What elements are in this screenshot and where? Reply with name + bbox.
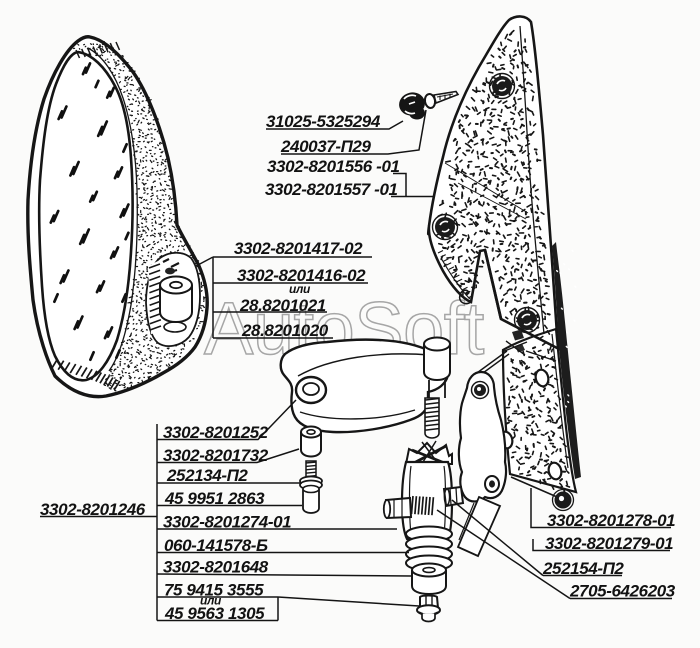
svg-text:45 9951 2863: 45 9951 2863 — [164, 489, 265, 508]
svg-text:3302-8201557 -01: 3302-8201557 -01 — [265, 180, 398, 199]
svg-text:3302-8201274-01: 3302-8201274-01 — [163, 513, 291, 532]
svg-text:252154-П2: 252154-П2 — [542, 559, 624, 578]
svg-text:3302-8201417-02: 3302-8201417-02 — [234, 239, 363, 258]
svg-text:252134-П2: 252134-П2 — [166, 466, 248, 485]
svg-text:3302-8201648: 3302-8201648 — [163, 558, 269, 577]
svg-text:240037-П29: 240037-П29 — [280, 137, 371, 156]
svg-text:или: или — [289, 282, 311, 296]
svg-text:2705-6426203: 2705-6426203 — [569, 582, 676, 601]
svg-text:3302-8201556 -01: 3302-8201556 -01 — [267, 157, 400, 176]
svg-text:28.8201020: 28.8201020 — [241, 321, 329, 340]
svg-text:3302-8201252: 3302-8201252 — [163, 423, 269, 442]
svg-text:3302-8201278-01: 3302-8201278-01 — [547, 511, 675, 530]
svg-text:31025-5325294: 31025-5325294 — [266, 112, 381, 131]
svg-text:3302-8201416-02: 3302-8201416-02 — [237, 266, 366, 285]
svg-text:75 9415 3555: 75 9415 3555 — [164, 581, 264, 600]
svg-text:45 9563 1305: 45 9563 1305 — [164, 604, 265, 623]
svg-text:3302-8201732: 3302-8201732 — [163, 446, 269, 465]
svg-text:или: или — [200, 594, 222, 608]
svg-text:3302-8201246: 3302-8201246 — [40, 500, 146, 519]
svg-text:060-141578-Б: 060-141578-Б — [164, 536, 268, 555]
svg-text:28.8201021: 28.8201021 — [239, 296, 326, 315]
svg-text:3302-8201279-01: 3302-8201279-01 — [545, 534, 673, 553]
